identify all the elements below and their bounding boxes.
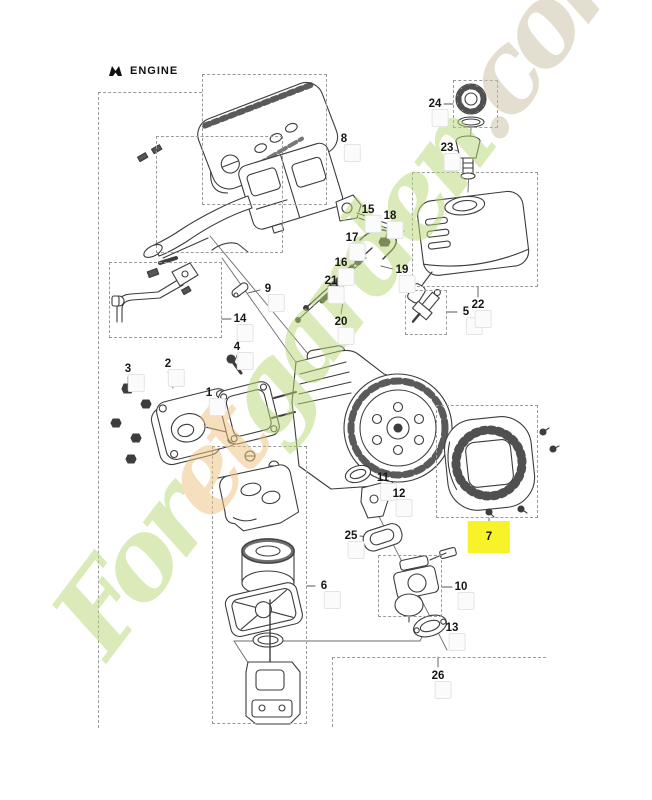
part-label-20[interactable]: 20 (334, 316, 355, 345)
part-label-12[interactable]: 12 (392, 488, 413, 517)
part-label-18[interactable]: 18 (383, 210, 404, 239)
part-label-19[interactable]: 19 (395, 264, 416, 293)
gasket13-art (412, 614, 448, 638)
group-box-14 (109, 262, 222, 338)
group-box-5 (405, 290, 447, 335)
part-label-1[interactable]: 1 (205, 387, 228, 416)
part-label-5[interactable]: 5 (462, 306, 485, 335)
filler-neck-art (455, 135, 481, 180)
group-box-8 (202, 74, 327, 205)
part-label-2[interactable]: 2 (164, 358, 187, 387)
part-label-4[interactable]: 4 (233, 341, 256, 370)
fuel-tank-art (417, 190, 530, 276)
part-label-11[interactable]: 11 (376, 472, 398, 501)
group-box-8-muffler (156, 136, 283, 253)
part-label-9[interactable]: 9 (264, 283, 287, 312)
starter-screws-art (485, 427, 560, 518)
group-box-26 (332, 657, 546, 727)
part-label-13[interactable]: 13 (445, 622, 466, 651)
part-label-26[interactable]: 26 (431, 670, 452, 699)
air-filter-art (217, 450, 303, 725)
engine-block-art (271, 345, 453, 490)
part-label-17[interactable]: 17 (345, 232, 366, 261)
diagram-title: ENGINE (130, 64, 179, 77)
part-label-3[interactable]: 3 (124, 363, 147, 392)
husqvarna-crown-icon (109, 66, 122, 76)
diagram-header: ENGINE (108, 64, 178, 77)
part-label-21[interactable]: 21 (324, 275, 345, 304)
group-box-page-frame (98, 92, 202, 728)
group-box-7 (436, 405, 538, 518)
part9-art (231, 282, 249, 298)
cylinder-shroud-art (197, 81, 339, 194)
part-label-24[interactable]: 24 (428, 98, 449, 127)
part-label-23[interactable]: 23 (440, 142, 461, 171)
group-box-6 (212, 446, 307, 724)
starter-cover-art (443, 416, 536, 511)
part-label-14[interactable]: 14 (233, 313, 254, 342)
carburetor-art (393, 546, 457, 623)
part-label-8[interactable]: 8 (340, 133, 363, 162)
part-label-16[interactable]: 16 (334, 257, 355, 286)
part-label-7[interactable]: 7 (467, 521, 511, 553)
fuel-line-group-art (111, 242, 249, 325)
part-label-6[interactable]: 6 (320, 580, 343, 609)
group-box-10 (378, 555, 442, 617)
fuel-cap-art (455, 83, 487, 128)
part-label-22[interactable]: 22 (471, 299, 492, 328)
group-box-22 (412, 172, 538, 287)
spark-plug-art (411, 288, 441, 323)
group-box-24 (453, 80, 498, 128)
head-gasket-art (217, 381, 280, 445)
part-label-25[interactable]: 25 (344, 530, 365, 559)
part-label-10[interactable]: 10 (454, 581, 475, 610)
part-label-15[interactable]: 15 (361, 204, 382, 233)
exhaust-pipe-art (136, 144, 253, 296)
